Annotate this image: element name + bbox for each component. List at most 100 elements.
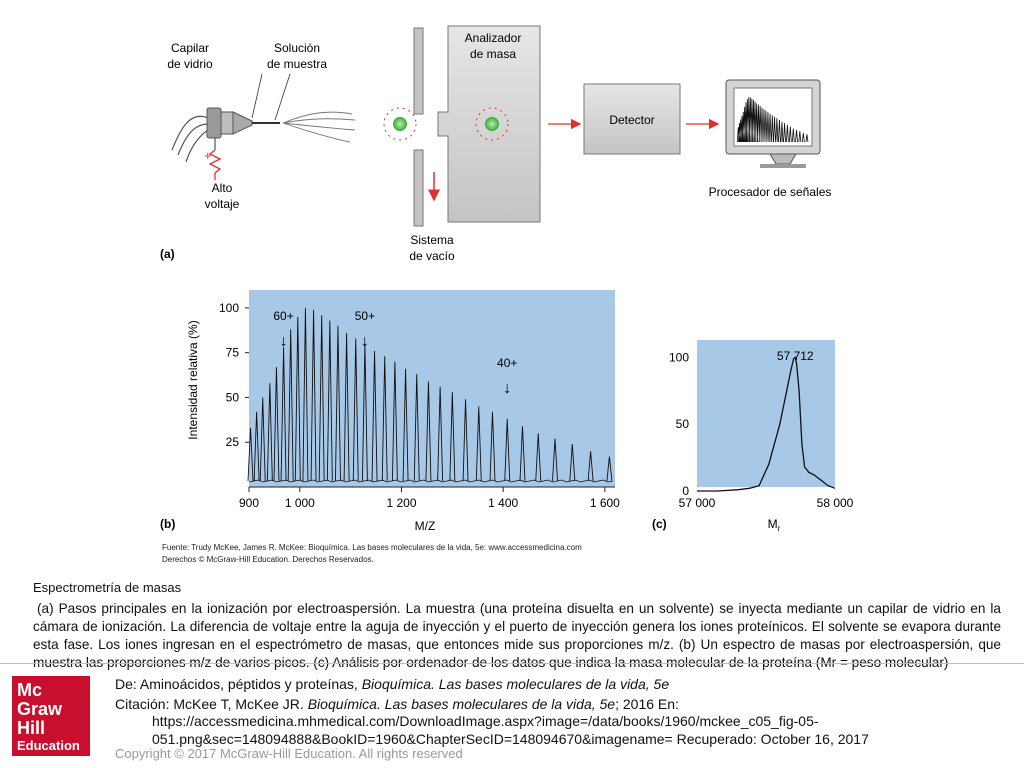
needle-assembly	[206, 107, 280, 139]
panel-b-peaks	[247, 307, 613, 483]
panel-c: 100 50 0 57 000 58 000 57 712 Mr (c)	[652, 340, 854, 533]
spray-plume	[282, 111, 356, 143]
spectrum-peak	[294, 316, 301, 482]
figure-svg: Capilar de vidrio Solución de muestra	[160, 25, 854, 564]
capillary-label-line1: Capilar	[171, 41, 209, 55]
spectrum-peak	[280, 347, 287, 482]
y-tick-label: 100	[669, 350, 689, 364]
spectrum-peak	[343, 332, 350, 482]
panel-b-label: (b)	[160, 517, 175, 531]
spectrum-peak	[310, 309, 317, 482]
spectrum-peak	[552, 438, 558, 482]
detector-box	[583, 83, 681, 155]
spectrum-peak	[318, 315, 325, 482]
vacuum-label-line1: Sistema	[410, 233, 454, 247]
spectrum-peak	[569, 443, 576, 482]
spectrum-peak	[519, 426, 526, 482]
spectrum-peak	[606, 456, 613, 482]
spectrum-peak	[437, 386, 444, 482]
citation-authors: Citación: McKee T, McKee JR.	[115, 696, 308, 712]
analyzer-label-line2: de masa	[470, 47, 516, 61]
resistor-icon	[208, 149, 222, 180]
spectrum-peak	[391, 361, 398, 482]
y-tick-label: 0	[682, 484, 689, 498]
x-tick-label: 900	[239, 496, 259, 510]
plus-sign: +	[204, 148, 212, 163]
ion-cluster-1	[383, 107, 417, 141]
panel-a-label: (a)	[160, 247, 175, 261]
x-tick-label: 57 000	[679, 496, 716, 510]
charge-state-arrow: ↓	[503, 380, 511, 397]
monitor-icon	[725, 79, 821, 168]
spectrum-peak	[587, 451, 594, 482]
y-tick-label: 50	[676, 417, 690, 431]
slit-plate-top	[413, 27, 424, 115]
panel-b-y-axis-label: Intensidad relativa (%)	[186, 320, 200, 439]
solution-label-line2: de muestra	[267, 57, 327, 71]
capillary-pointer	[251, 73, 263, 119]
citation-year: ; 2016 En:	[615, 696, 679, 712]
spectrum-peak	[259, 397, 266, 482]
from-prefix: De:	[115, 676, 137, 692]
figure: Capilar de vidrio Solución de muestra	[160, 25, 854, 564]
from-chapter: Aminoácidos, péptidos y proteínas,	[136, 676, 362, 692]
panel-c-mass-curve	[697, 356, 836, 492]
spectrum-peak	[247, 427, 254, 482]
spectrum-peak	[475, 406, 482, 482]
from-book: Bioquímica. Las bases moleculares de la …	[361, 676, 670, 692]
charge-state-label: 50+	[355, 309, 375, 323]
solution-pointer	[274, 73, 291, 121]
spectrum-peak	[352, 338, 359, 482]
y-tick-label: 100	[219, 301, 239, 315]
caption-title: Espectrometría de masas	[33, 580, 182, 595]
panel-c-peak-label: 57 712	[777, 349, 814, 363]
logo-line-4: Education	[17, 738, 80, 753]
reference-citation: Citación: McKee T, McKee JR. Bioquímica.…	[115, 696, 679, 712]
voltage-label-line1: Alto	[212, 181, 233, 195]
y-tick-label: 25	[226, 435, 240, 449]
spectrum-peak	[335, 325, 341, 482]
cables	[171, 115, 209, 163]
logo-line-3: Hill	[17, 718, 46, 738]
analyzer-label-line1: Analizador	[465, 31, 522, 45]
spectrum-peak	[449, 392, 456, 482]
x-tick-label: 1 600	[590, 496, 620, 510]
panel-b-x-axis-label: M/Z	[415, 519, 436, 533]
x-tick-label: 1 200	[386, 496, 416, 510]
reference-url-line1[interactable]: https://accessmedicina.mhmedical.com/Dow…	[152, 713, 819, 729]
spectrum-baseline	[248, 479, 613, 483]
reference-url-line2[interactable]: 051.png&sec=148094888&BookID=1960&Chapte…	[152, 731, 869, 747]
panel-c-label: (c)	[652, 517, 667, 531]
detector-label: Detector	[609, 113, 654, 127]
spectrum-peak	[361, 343, 368, 482]
spectrum-peak	[381, 356, 388, 482]
reference-from: De: Aminoácidos, péptidos y proteínas, B…	[115, 676, 669, 692]
spectrum-peak	[413, 374, 420, 482]
copyright-footer: Copyright © 2017 McGraw-Hill Education. …	[115, 746, 463, 761]
monitor-spectrum	[736, 96, 809, 143]
spectrum-peak	[402, 368, 409, 482]
spectrum-peak	[302, 307, 309, 482]
charge-state-label: 60+	[273, 309, 293, 323]
ion-cluster-2	[475, 107, 509, 141]
citation-book: Bioquímica. Las bases moleculares de la …	[307, 696, 616, 712]
slit-plate-bottom	[413, 149, 424, 227]
spectrum-peak	[266, 383, 273, 482]
panel-c-x-ticks: 57 000 58 000	[679, 496, 854, 510]
charge-state-arrow: ↓	[280, 333, 288, 350]
panel-b-annotations: 60+↓50+↓40+↓	[273, 309, 517, 397]
panel-a: Capilar de vidrio Solución de muestra	[160, 25, 831, 263]
x-tick-label: 1 400	[488, 496, 518, 510]
voltage-label-line2: voltaje	[205, 197, 240, 211]
panel-c-plot-area	[697, 340, 835, 487]
capillary-label-line2: de vidrio	[167, 57, 213, 71]
mcgraw-hill-logo: Mc Graw Hill Education	[12, 676, 90, 756]
x-tick-label: 58 000	[817, 496, 854, 510]
panel-c-x-axis-label: Mr	[768, 517, 781, 533]
spectrum-peak	[253, 411, 260, 482]
vacuum-label-line2: de vacío	[409, 249, 455, 263]
solution-label-line1: Solución	[274, 41, 320, 55]
